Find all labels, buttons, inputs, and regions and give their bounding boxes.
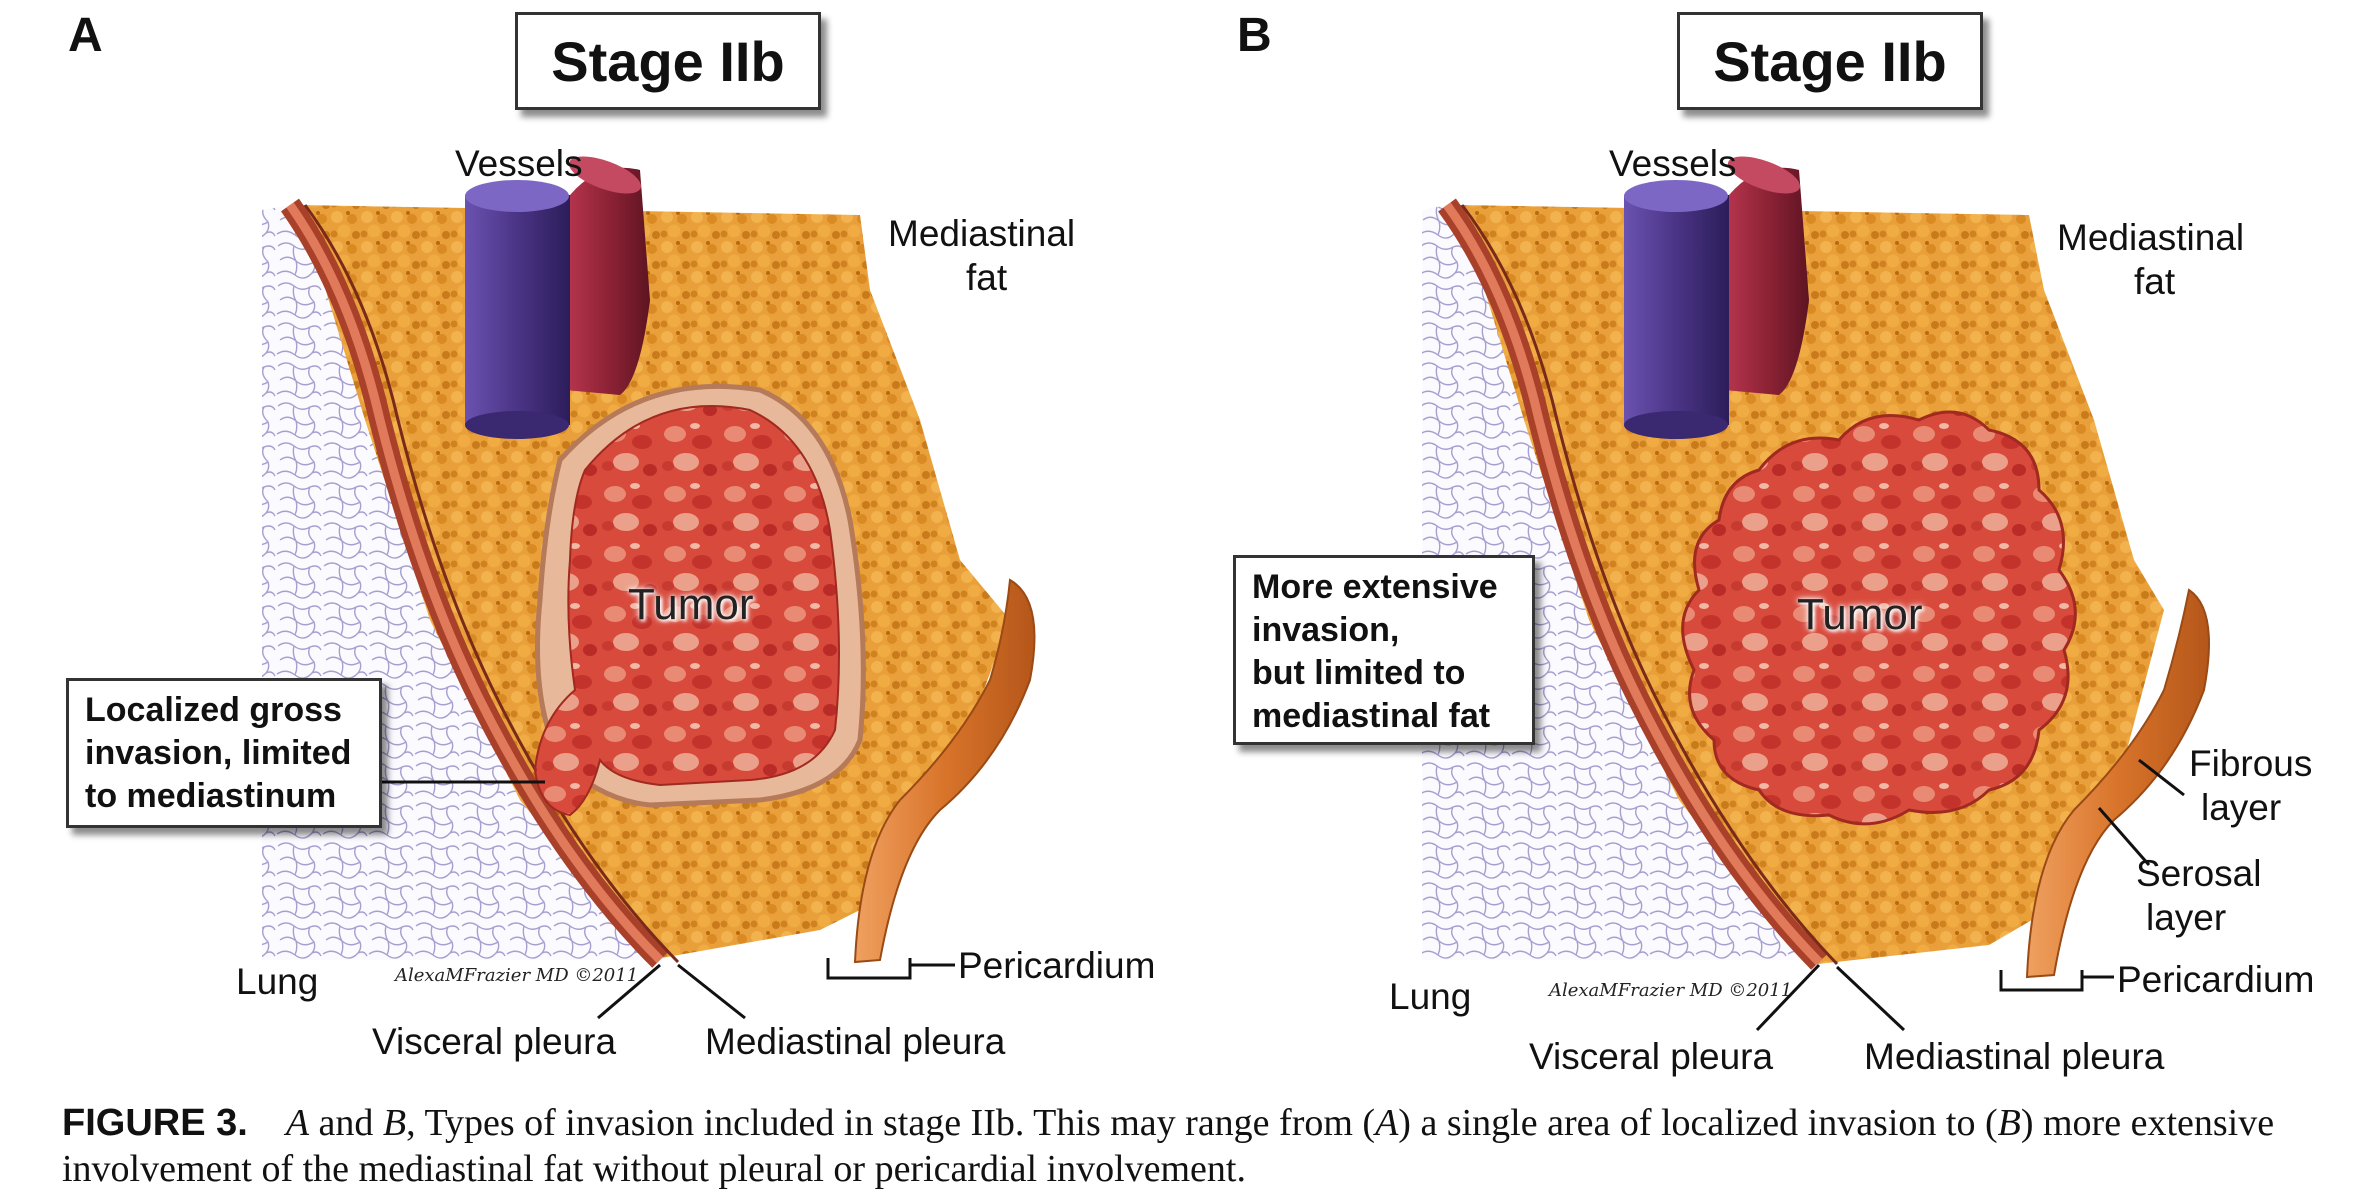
pericardium-band bbox=[2025, 588, 2210, 979]
pericardium-band bbox=[853, 578, 1036, 964]
red-vessel bbox=[565, 167, 650, 395]
artist-signature: AlexaMFrazier MD ©2011 bbox=[395, 965, 639, 986]
panel-b: B Stage IIb Vessels Mediastinal fat Tumo… bbox=[1189, 0, 2378, 1080]
figure-number: FIGURE 3. bbox=[62, 1102, 248, 1144]
illustration-b bbox=[1422, 156, 2210, 1032]
pericardium-label: Pericardium bbox=[2117, 959, 2315, 1000]
fibrous-layer-label-line1: Fibrous bbox=[2189, 743, 2313, 784]
stage-title: Stage IIb bbox=[515, 12, 821, 110]
callout-box: Localized gross invasion, limited to med… bbox=[66, 678, 382, 828]
fat-label-line2: fat bbox=[2134, 261, 2176, 302]
mediastinal-pleura-line bbox=[303, 204, 680, 964]
mediastinal-pleura-label: Mediastinal pleura bbox=[705, 1021, 1006, 1062]
caption-panel-ref: A bbox=[285, 1102, 310, 1144]
caption-panel-ref: B bbox=[382, 1102, 407, 1144]
callout-line: invasion, bbox=[1252, 611, 1400, 649]
fibrous-layer-label-line2: layer bbox=[2201, 787, 2282, 828]
callout-line: mediastinal fat bbox=[1252, 697, 1491, 735]
fat-label-line1: Mediastinal bbox=[2057, 217, 2245, 258]
caption-panel-ref: B bbox=[1997, 1102, 2021, 1144]
vessels-label: Vessels bbox=[1609, 143, 1737, 184]
serosal-layer-label-line1: Serosal bbox=[2136, 853, 2262, 894]
callout-line: but limited to bbox=[1252, 654, 1466, 692]
tumor-mass bbox=[533, 405, 840, 817]
purple-vessel bbox=[465, 195, 570, 425]
callout-line: to mediastinum bbox=[85, 777, 337, 815]
lung-label: Lung bbox=[1389, 976, 1472, 1017]
caption-text: , Types of invasion included in stage II… bbox=[406, 1102, 1376, 1144]
callout-box: More extensive invasion, but limited to … bbox=[1233, 555, 1535, 745]
mediastinal-pleura-label: Mediastinal pleura bbox=[1864, 1036, 2165, 1077]
lung-label: Lung bbox=[236, 961, 319, 1002]
pericardium-label: Pericardium bbox=[958, 945, 1156, 986]
visceral-pleura-label: Visceral pleura bbox=[372, 1021, 617, 1062]
purple-vessel bbox=[1624, 195, 1729, 425]
pericardium-bracket bbox=[826, 958, 955, 980]
caption-panel-ref: A bbox=[1375, 1102, 1399, 1144]
visceral-pleura-label: Visceral pleura bbox=[1529, 1036, 1774, 1077]
figure-caption: FIGURE 3. A and B, Types of invasion inc… bbox=[62, 1100, 2322, 1192]
callout-line: Localized gross bbox=[85, 691, 342, 729]
artist-signature: AlexaMFrazier MD ©2011 bbox=[1549, 980, 1793, 1001]
pericardium-bracket bbox=[1999, 970, 2114, 992]
panel-letter: A bbox=[68, 9, 103, 62]
red-vessel bbox=[1724, 167, 1809, 395]
tumor-mass bbox=[1681, 410, 2077, 826]
callout-line: invasion, limited bbox=[85, 734, 352, 772]
fat-label-line2: fat bbox=[966, 257, 1008, 298]
stage-title: Stage IIb bbox=[1677, 12, 1983, 110]
caption-text: ) more extensive involvement of the medi… bbox=[62, 1102, 2275, 1190]
panel-letter: B bbox=[1237, 9, 1272, 62]
mediastinal-pleura-line bbox=[1460, 204, 1839, 966]
serosal-layer-label-line2: layer bbox=[2146, 897, 2227, 938]
lung-tissue bbox=[1422, 205, 1809, 960]
callout-line: More extensive bbox=[1252, 568, 1498, 606]
tumor-label: Tumor bbox=[628, 580, 754, 629]
vessels-label: Vessels bbox=[455, 143, 583, 184]
caption-text: and bbox=[309, 1102, 383, 1144]
panel-a: A Stage IIb Vessels Mediastinal fat Tumo… bbox=[0, 0, 1189, 1080]
illustration-a bbox=[262, 156, 1036, 1020]
tumor-label: Tumor bbox=[1797, 590, 1923, 639]
caption-text: ) a single area of localized invasion to… bbox=[1398, 1102, 1998, 1144]
fat-label-line1: Mediastinal bbox=[888, 213, 1076, 254]
